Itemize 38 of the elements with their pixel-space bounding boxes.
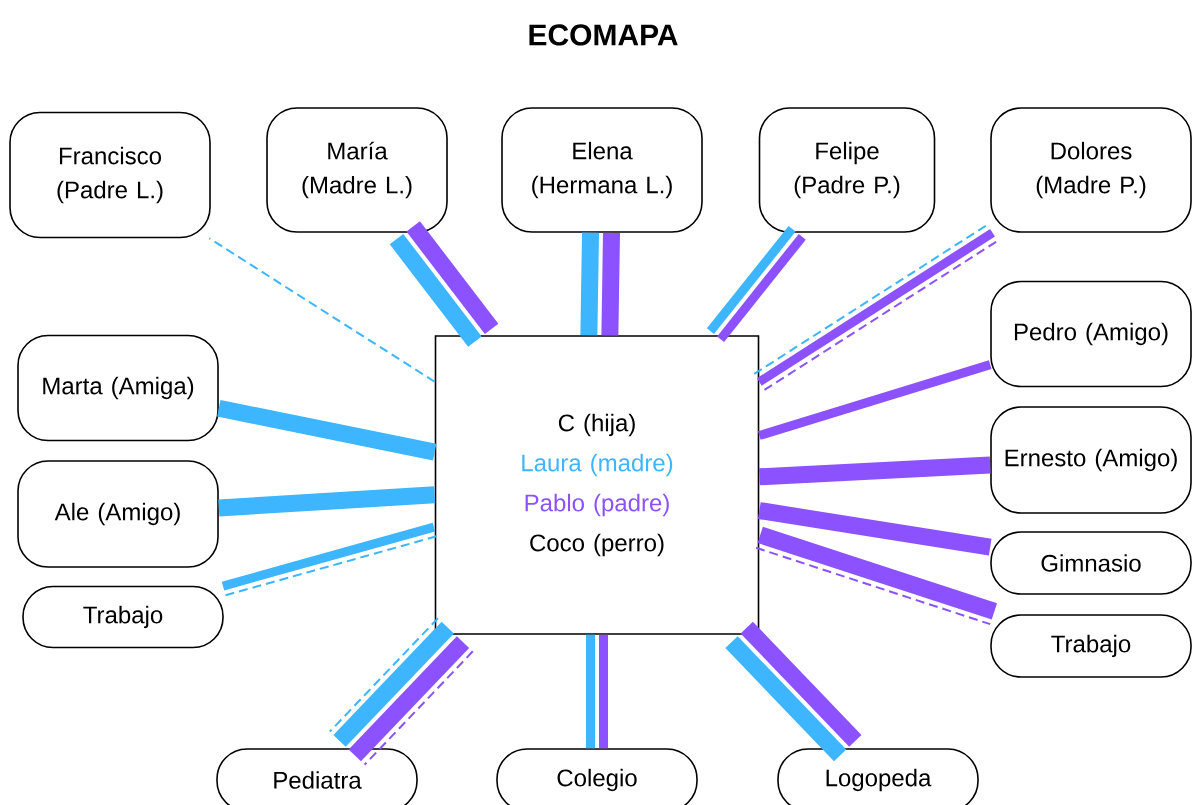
connection-line	[757, 502, 992, 556]
person-box: Dolores (Madre P.)	[990, 107, 1192, 233]
connection-line	[757, 526, 997, 620]
connection-line	[580, 232, 599, 336]
title: ECOMAPA	[529, 24, 678, 46]
connection-line	[586, 634, 595, 749]
person-box: Trabajo	[990, 614, 1192, 678]
connection-line	[755, 546, 992, 626]
connection-line	[599, 634, 608, 749]
person-box: Francisco (Padre L.)	[9, 111, 211, 239]
person-box: Pediatra	[216, 748, 418, 805]
person-box: Ale (Amigo)	[17, 460, 219, 568]
person-box: Pedro (Amigo)	[990, 280, 1192, 388]
connection-line	[717, 234, 806, 343]
connection-line	[348, 636, 470, 762]
connection-line	[224, 535, 438, 597]
family-box: C (hija) Laura (madre) Pablo (padre) Coco (perro)	[434, 335, 760, 635]
person-box: Marta (Amiga)	[17, 334, 219, 442]
connection-line	[363, 650, 474, 766]
connection-line	[389, 233, 482, 347]
connection-line	[725, 636, 847, 762]
connection-line	[706, 225, 796, 334]
person-box: Elena (Hermana L.)	[501, 107, 703, 233]
connection-line	[208, 237, 436, 383]
person-box: Ernesto (Amigo)	[990, 406, 1192, 514]
person-box: Felipe (Padre P.)	[758, 107, 936, 233]
person-box: María (Madre L.)	[266, 107, 448, 233]
person-box: Logopeda	[777, 748, 979, 805]
connection-line	[740, 621, 862, 747]
connection-line	[221, 522, 436, 591]
person-box: Trabajo	[22, 585, 224, 649]
connection-line	[328, 617, 439, 733]
person-box: Colegio	[496, 748, 698, 805]
connection-line	[333, 621, 454, 747]
connection-line	[406, 221, 499, 335]
connection-line	[758, 360, 992, 440]
person-box: Gimnasio	[990, 531, 1192, 595]
connection-line	[601, 232, 620, 336]
